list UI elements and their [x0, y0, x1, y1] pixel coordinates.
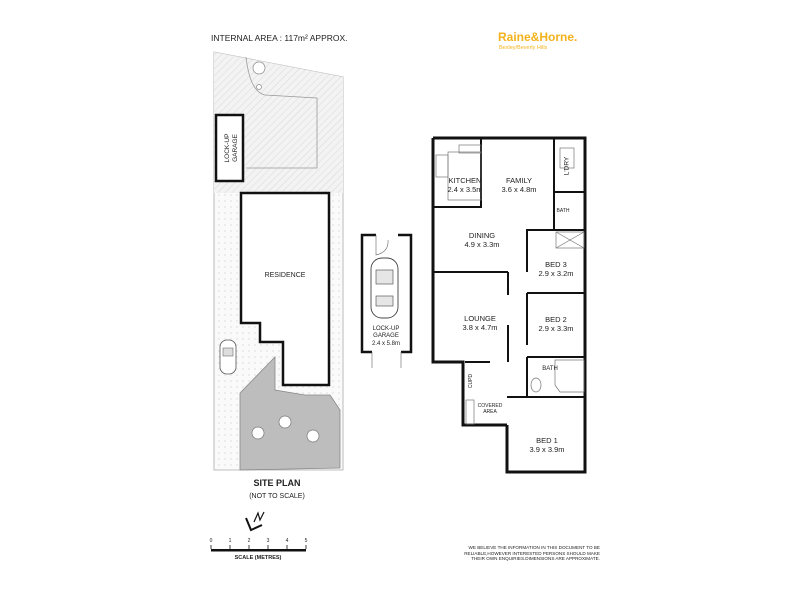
- scale-label: SCALE (METRES): [234, 555, 282, 561]
- rear-yard: [214, 52, 343, 193]
- tree-icon: [252, 61, 266, 75]
- house-plan: [431, 136, 587, 474]
- garage-plan: [360, 233, 413, 368]
- disclaimer: WE BELIEVE THE INFORMATION IN THIS DOCUM…: [464, 545, 600, 561]
- shrub-icon: [256, 84, 262, 90]
- scale-bar: [210, 545, 307, 552]
- internal-area-label: INTERNAL AREA : 117m² APPROX.: [211, 33, 348, 43]
- scale-tick: 4: [285, 538, 289, 544]
- tree-icon: [306, 429, 320, 443]
- tree-icon: [278, 415, 292, 429]
- scale-tick: 2: [247, 538, 251, 544]
- garage-size: 2.4 x 5.8m: [371, 341, 401, 347]
- room-cupboard: CUPD: [468, 373, 474, 389]
- room-covered-area: COVERED AREA: [477, 403, 503, 415]
- site-plan-title: SITE PLAN: [253, 478, 301, 488]
- car-icon: [219, 339, 237, 375]
- site-lockup-garage: [214, 113, 245, 183]
- residence-label: RESIDENCE: [264, 272, 306, 279]
- north-arrow-icon: [245, 511, 265, 532]
- scale-tick: 0: [209, 538, 213, 544]
- scale-tick: 3: [266, 538, 270, 544]
- residence-footprint: [239, 191, 331, 387]
- room-laundry: L'DRY: [563, 156, 571, 176]
- room-bath: BATH: [542, 366, 558, 372]
- room-bath-upper: BATH: [556, 208, 570, 214]
- site-plan: [213, 51, 344, 471]
- tree-icon: [251, 426, 265, 440]
- car-icon: [370, 257, 399, 319]
- garage-label: LOCK-UP GARAGE: [372, 326, 400, 339]
- site-plan-subtitle: (NOT TO SCALE): [249, 493, 305, 500]
- brand-logo: Raine&Horne.: [498, 30, 578, 44]
- scale-tick: 5: [304, 538, 308, 544]
- site-lockup-garage-label: LOCK-UP GARAGE: [224, 133, 239, 163]
- lawn-edge: [245, 56, 318, 169]
- brand-office: Bexley/Beverly Hills: [499, 45, 548, 51]
- scale-tick: 1: [228, 538, 232, 544]
